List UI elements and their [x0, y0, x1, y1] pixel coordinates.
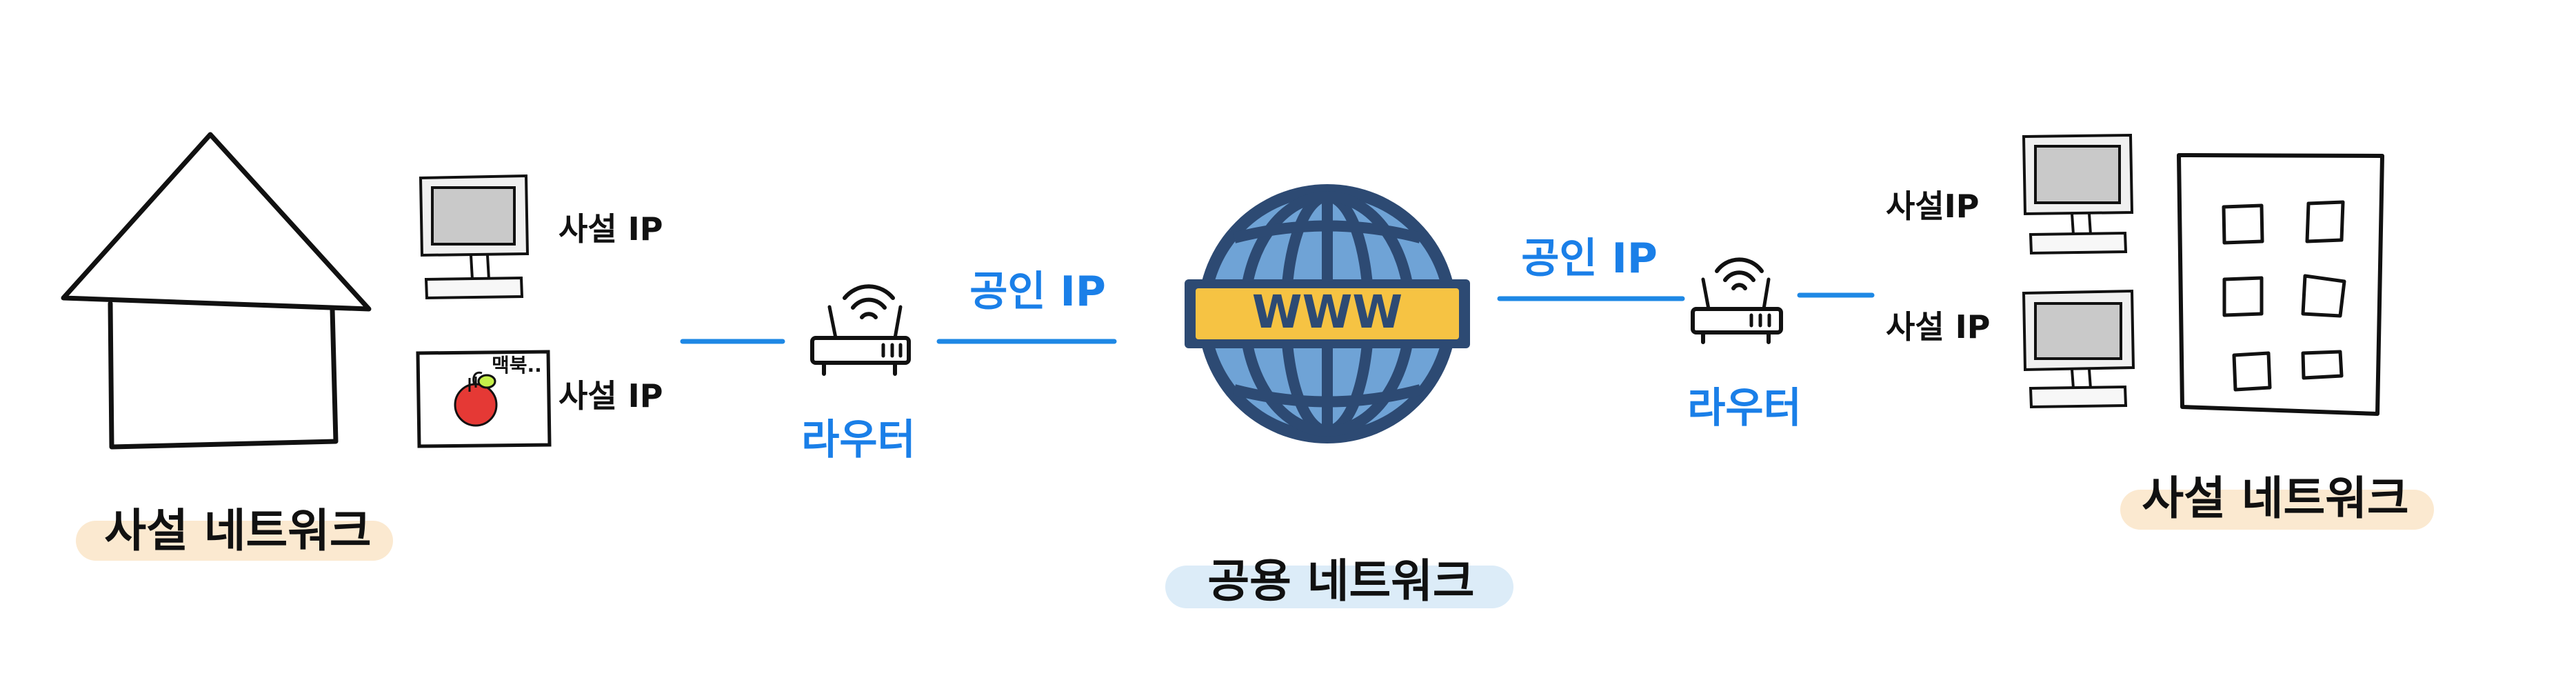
laptop-screen-text: 맥북.. — [492, 354, 542, 377]
right-pc2-ip-label: 사설 IP — [1886, 308, 1990, 346]
right-router-label: 라우터 — [1687, 384, 1802, 432]
office-building-icon — [2177, 153, 2384, 416]
desktop-pc-icon — [2022, 289, 2135, 409]
left-router-label: 라우터 — [801, 416, 916, 464]
desktop-pc-icon — [419, 174, 530, 300]
desktop-pc-icon — [2022, 133, 2134, 255]
right-network-title: 사설 네트워크 — [2142, 472, 2408, 525]
left-network-title: 사설 네트워크 — [104, 504, 371, 557]
title-highlight — [1165, 566, 1513, 608]
left-router-wan-ip-label: 공인 IP — [969, 268, 1106, 316]
title-highlight — [76, 521, 393, 561]
left-laptop-ip-label: 사설 IP — [559, 377, 663, 415]
right-pc1-ip-label: 사설IP — [1886, 188, 1979, 225]
right-router-wan-ip-label: 공인 IP — [1521, 234, 1658, 283]
router-icon — [810, 284, 911, 376]
globe-text: WWW — [1252, 286, 1402, 339]
laptop-icon: 맥북.. — [416, 350, 552, 448]
left-pc-ip-label: 사설 IP — [559, 210, 663, 248]
title-highlight — [2120, 490, 2434, 530]
house-icon — [61, 132, 372, 450]
globe-www-icon: WWW — [1185, 184, 1470, 443]
router-icon — [1691, 257, 1783, 344]
public-network-title: 공용 네트워크 — [1207, 555, 1474, 608]
